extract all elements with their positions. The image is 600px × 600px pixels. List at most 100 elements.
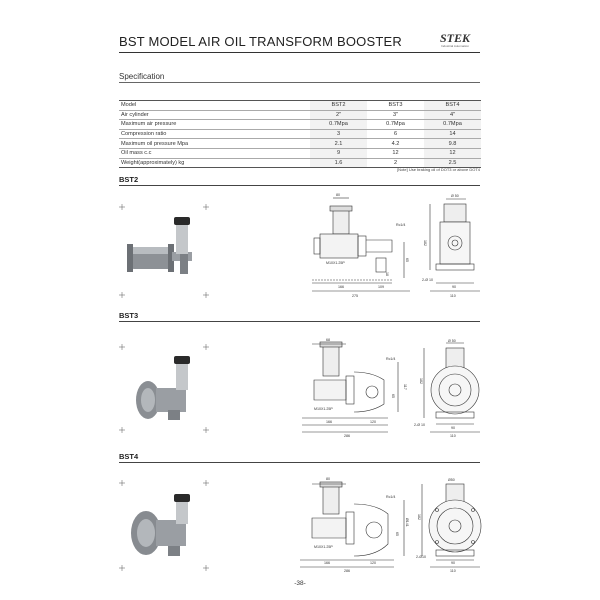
bst3-dim-width-2: 110: [450, 434, 456, 438]
table-cell: 4": [424, 110, 481, 121]
table-header-cell: Model: [119, 100, 310, 111]
bst3-dim-length-1: 166: [326, 420, 332, 424]
bst4-dim-height-3: 65: [395, 532, 399, 536]
table-cell: Compression ratio: [119, 129, 310, 140]
bst4-dim-holes: 2-Ø10: [416, 555, 426, 559]
bst3-dim-holes: 2-Ø 10: [414, 423, 425, 427]
bst2-dim-length-1: 166: [338, 285, 344, 289]
bst3-dim-height-3: 65: [391, 394, 395, 398]
bst2-dim-width-1: 90: [452, 285, 456, 289]
section-title-bst2: BST2: [119, 175, 139, 184]
table-cell: 9: [310, 148, 367, 159]
bst4-end-view: [421, 483, 482, 568]
table-cell: 2.1: [310, 138, 367, 149]
bst3-dim-port: Rc1/4: [386, 357, 395, 361]
table-header-row: Model BST2 BST3 BST4: [119, 100, 481, 111]
table-cell: 12: [367, 148, 424, 159]
table-row: Maximum air pressure 0.7Mpa 0.7Mpa 0.7Mp…: [119, 119, 481, 130]
bst2-dim-length-2: 109: [378, 285, 384, 289]
bst3-end-view: [423, 342, 480, 433]
page-number: -38-: [294, 580, 306, 587]
bst3-product-photo: [136, 356, 190, 420]
table-header-cell: BST4: [424, 100, 481, 111]
bst4-dim-total-length: 286: [344, 569, 350, 573]
table-row: Weight(approximately) kg 1.6 2 2.5: [119, 158, 481, 169]
bst3-dim-length-2: 120: [370, 420, 376, 424]
table-cell: 9.8: [424, 138, 481, 149]
bst4-dim-width-1: 90: [451, 561, 455, 565]
bst2-dim-holes: 2-Ø 10: [422, 278, 433, 282]
section-title-bst3: BST3: [119, 311, 139, 320]
table-cell: 1.6: [310, 158, 367, 169]
bst2-dim-height-2: 65: [405, 258, 409, 262]
title-divider: [119, 52, 480, 53]
bst4-dim-length-2: 120: [370, 561, 376, 565]
table-cell: 0.7Mpa: [367, 119, 424, 130]
specification-note: [Note] Use braking oil of DOT3 or above …: [397, 167, 480, 172]
section-divider-bst3: [119, 321, 480, 322]
section-title-bst4: BST4: [119, 452, 139, 461]
table-row: Oil mass c.c 9 12 12: [119, 148, 481, 159]
bst4-product-photo: [131, 494, 190, 556]
bst3-photo-frame: [119, 344, 209, 433]
section-divider-bst4: [119, 462, 480, 463]
bst2-side-view: [312, 197, 410, 292]
bst3-dim-diameter: Ø 50: [448, 339, 456, 343]
bst4-dim-port: Rc1/4: [386, 495, 395, 499]
table-header-cell: BST2: [310, 100, 367, 111]
bst2-dim-port: Rc1/4: [396, 223, 405, 227]
bst2-end-view: [429, 198, 480, 292]
table-header-cell: BST3: [367, 100, 424, 111]
table-cell: Maximum air pressure: [119, 119, 310, 130]
bst3-dim-height-2: 117: [403, 384, 407, 390]
bst3-side-view: [302, 341, 399, 433]
bst2-dim-height: 182: [423, 240, 427, 246]
table-cell: 2: [367, 158, 424, 169]
bst2-dim-total-length: 275: [352, 294, 358, 298]
table-row: Air cylinder 2" 3" 4": [119, 110, 481, 121]
specification-divider: [119, 82, 480, 83]
table-cell: 6: [367, 129, 424, 140]
bst4-dim-length-1: 166: [324, 561, 330, 565]
bst2-product-photo: [127, 217, 192, 274]
table-cell: 2": [310, 110, 367, 121]
brand-logo: STEK Industrial Automation: [440, 31, 480, 49]
table-cell: Weight(approximately) kg: [119, 158, 310, 169]
table-cell: 0.7Mpa: [424, 119, 481, 130]
bst4-dim-height: 182: [417, 514, 421, 520]
table-cell: 0.7Mpa: [310, 119, 367, 130]
table-cell: 3: [310, 129, 367, 140]
brand-logo-tagline: Industrial Automation: [441, 44, 470, 48]
table-cell: 3": [367, 110, 424, 121]
bst2-photo-frame: [119, 204, 209, 298]
brand-logo-text: STEK: [440, 31, 471, 45]
page-title: BST MODEL AIR OIL TRANSFORM BOOSTER: [119, 34, 402, 49]
bst2-dim-diameter: Ø 50: [451, 194, 459, 198]
table-cell: 4.2: [367, 138, 424, 149]
bst4-photo-frame: [119, 480, 209, 571]
table-cell: Air cylinder: [119, 110, 310, 121]
bst4-dim-diameter: Ø50: [448, 478, 455, 482]
bst4-dim-width-top: 80: [326, 477, 330, 481]
table-cell: 12: [424, 148, 481, 159]
bst2-dim-width-2: 110: [450, 294, 456, 298]
table-cell: 2.5: [424, 158, 481, 169]
bst4-side-view: [300, 481, 405, 568]
table-cell: Maximum oil pressure Mpa: [119, 138, 310, 149]
bst3-dim-width-1: 90: [451, 426, 455, 430]
table-cell: 14: [424, 129, 481, 140]
table-cell: Oil mass c.c: [119, 148, 310, 159]
bst3-dim-width-top: 68: [326, 338, 330, 342]
bst3-dim-thread: M10X1.25P: [314, 407, 333, 411]
bst2-dim-width-top: 80: [336, 193, 340, 197]
bst4-dim-thread: M10X1.25P: [314, 545, 333, 549]
specification-heading: Specification: [119, 72, 165, 81]
bst4-dim-width-2: 110: [450, 569, 456, 573]
bst3-dim-height: 182: [419, 378, 423, 384]
bst3-dim-total-length: 286: [344, 434, 350, 438]
table-row: Compression ratio 3 6 14: [119, 129, 481, 140]
section-divider-bst2: [119, 185, 480, 186]
